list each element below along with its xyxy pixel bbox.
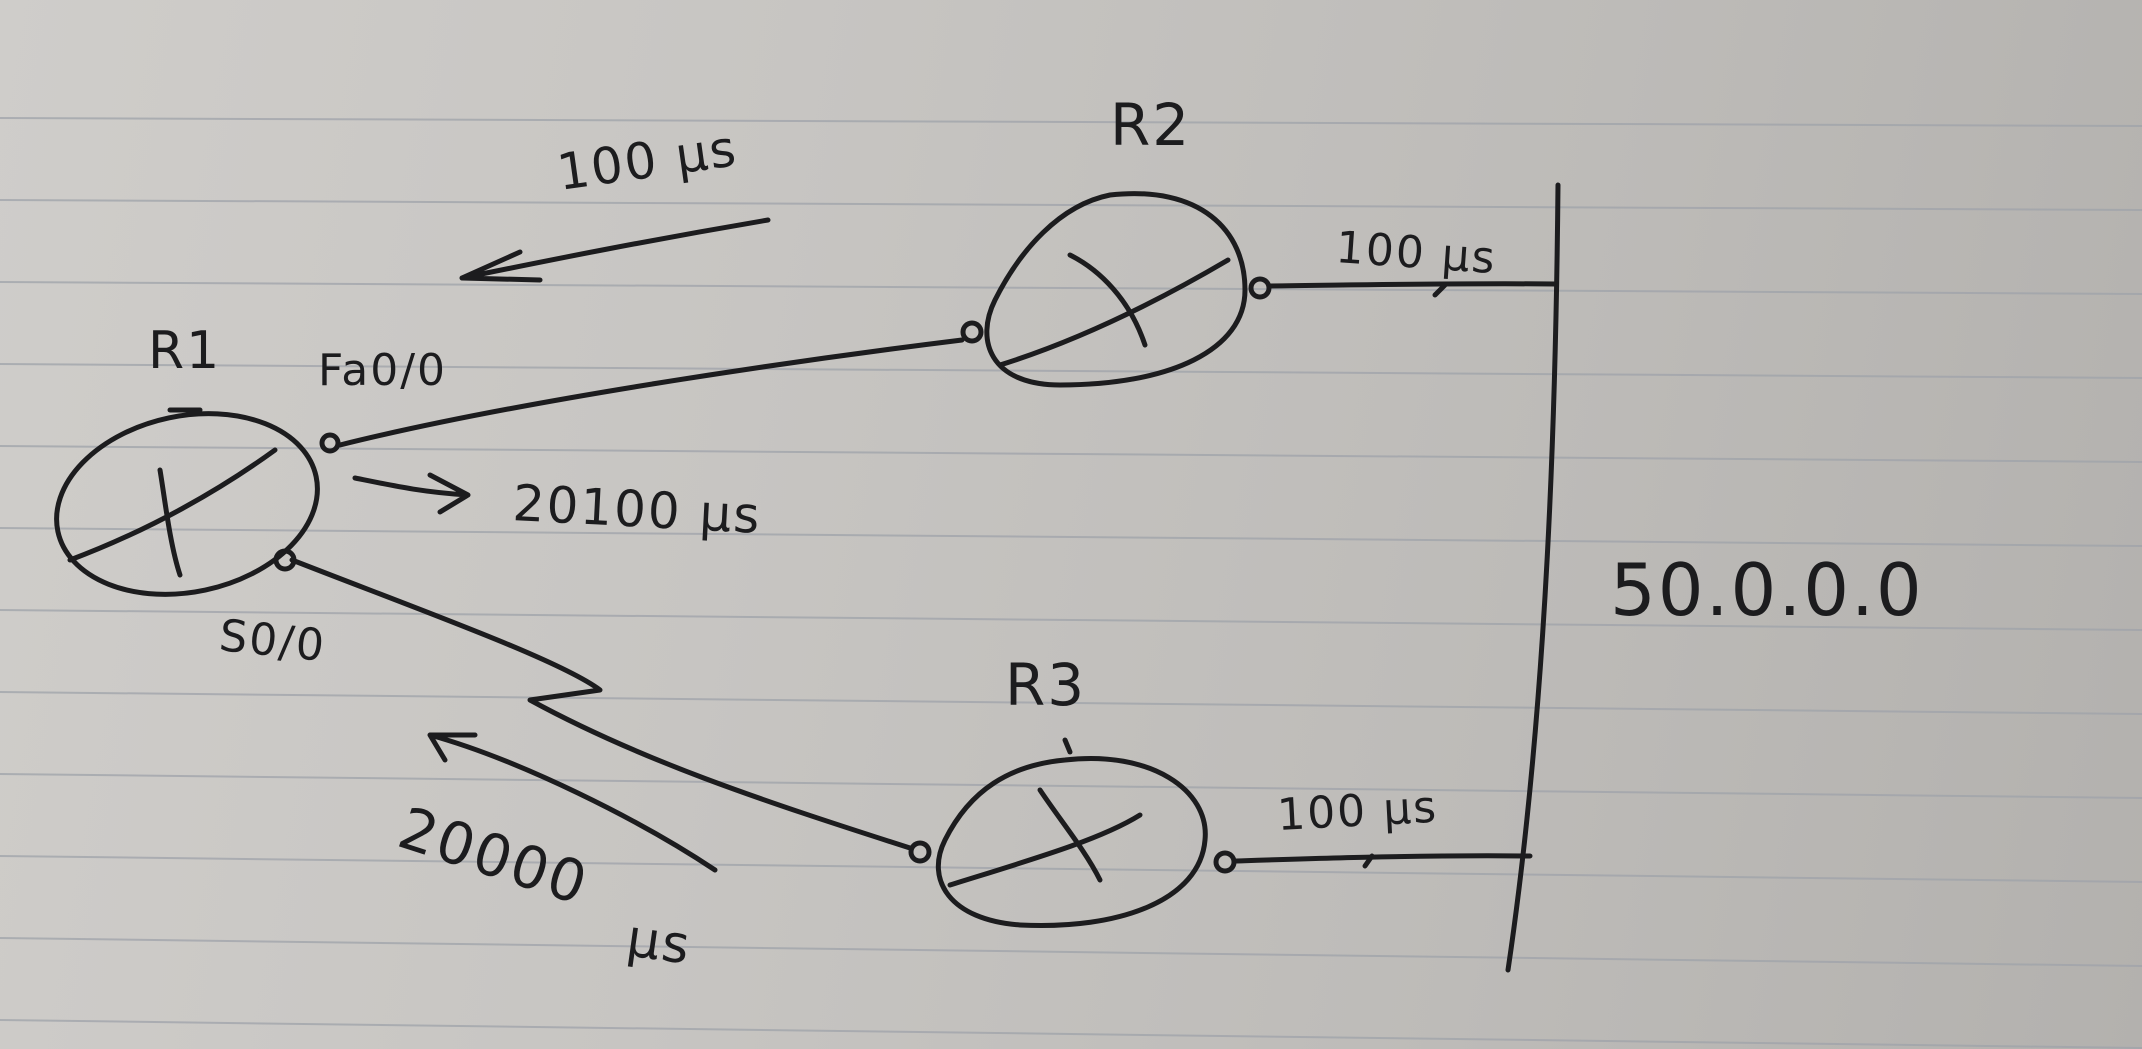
router-r2 (960, 191, 1272, 388)
router-r2-label: R2 (1110, 91, 1191, 159)
router-r1-label: R1 (148, 321, 221, 381)
delay-bottom-arrow-unit: µs (623, 908, 695, 976)
delay-top-arrow-label: 100 µs (554, 119, 742, 202)
interface-fa00-label: Fa0/0 (318, 345, 447, 396)
interface-s00-label: S0/0 (217, 610, 328, 672)
router-r3-label: R3 (1005, 651, 1086, 719)
link-r1-r2 (337, 337, 965, 448)
network-address-label: 50.0.0.0 (1610, 548, 1924, 632)
delay-r3-lan-label: 100 µs (1276, 782, 1439, 841)
link-r1-r3 (289, 557, 913, 851)
arrow-bottom (427, 732, 718, 873)
labels: R1 R2 R3 Fa0/0 S0/0 100 µs 20100 µs 100 … (148, 91, 1924, 977)
arrows (352, 217, 771, 873)
link-r2-lan (1267, 281, 1558, 289)
ruled-lines (0, 117, 2142, 1049)
arrow-r1-right (352, 472, 471, 515)
router-r3 (908, 737, 1237, 929)
link-r3-lan (1232, 853, 1533, 864)
delay-bottom-arrow-label: 20000 (391, 794, 597, 919)
arrow-top (459, 217, 771, 283)
delay-r1-total-label: 20100 µs (511, 474, 763, 545)
lan-segment (1505, 182, 1561, 973)
delay-r2-lan-label: 100 µs (1334, 222, 1498, 284)
router-r1 (54, 407, 341, 597)
links (289, 281, 1558, 869)
